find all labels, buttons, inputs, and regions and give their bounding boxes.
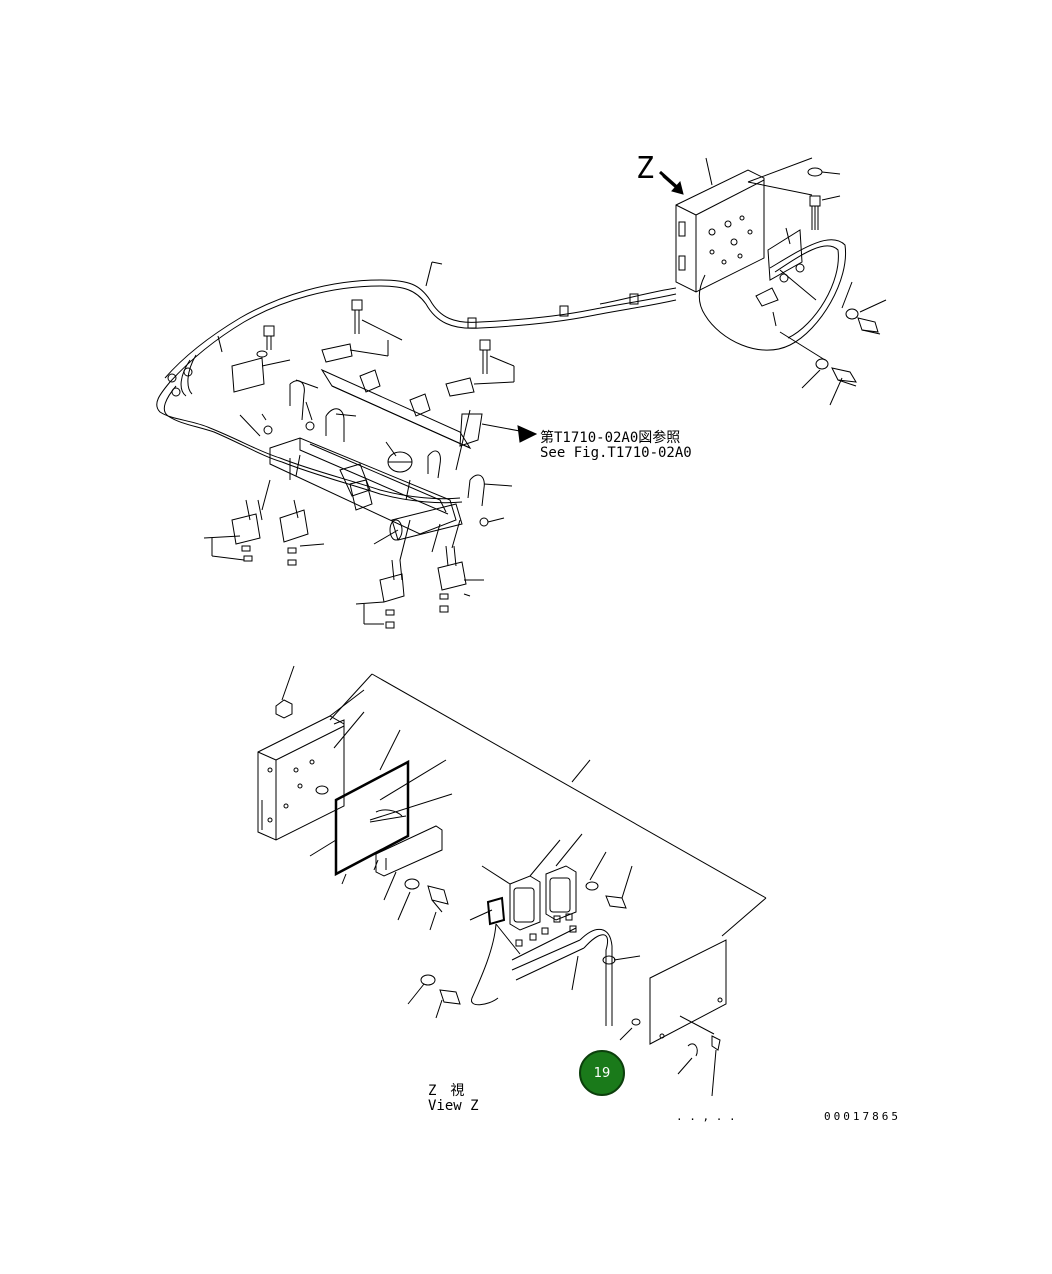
relay-right	[546, 866, 576, 920]
drawing-number: 00017865	[824, 1110, 901, 1123]
view-mark-letter: Z	[636, 151, 654, 186]
view-direction-arrow-icon	[660, 172, 683, 194]
controller-box	[676, 170, 764, 292]
small-marks: . . , . .	[676, 1110, 736, 1123]
view-z-assembly	[258, 666, 766, 1096]
controller-box-assembly: Z	[636, 151, 886, 405]
view-label-en: View Z	[428, 1098, 479, 1114]
reference-note-en: See Fig.T1710-02A0	[540, 445, 692, 461]
cover-plate	[650, 940, 726, 1044]
reference-note-jp: 第T1710-02A0図参照	[540, 430, 681, 446]
frame-and-brackets	[204, 300, 536, 628]
view-label-jp: Z 視	[428, 1083, 465, 1099]
wiring-harness	[157, 262, 676, 503]
callout-badge-19[interactable]: 19	[579, 1050, 625, 1096]
